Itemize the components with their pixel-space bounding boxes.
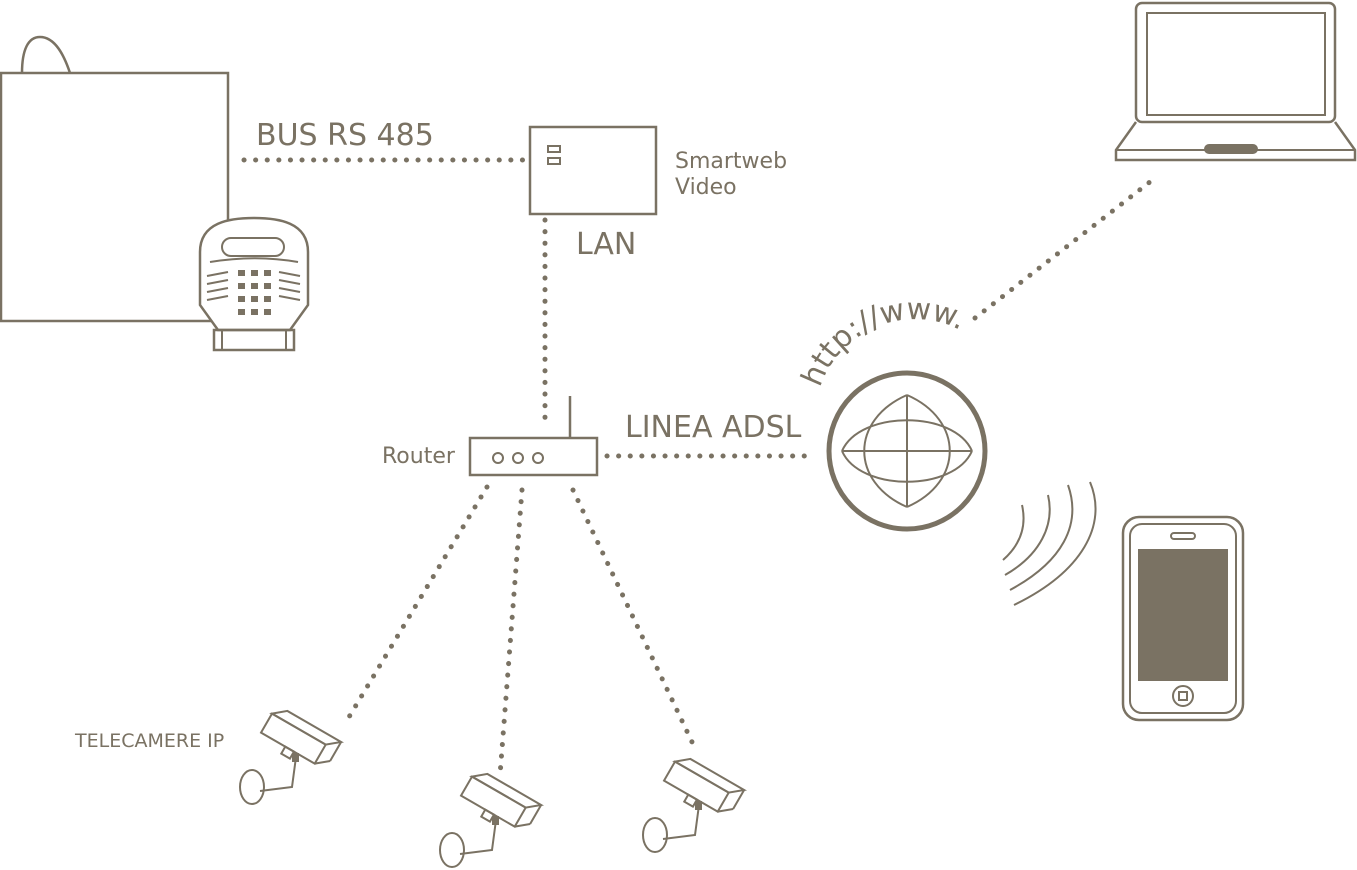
smartphone-icon xyxy=(1121,515,1245,722)
laptop-icon xyxy=(1114,1,1357,162)
bus-label: BUS RS 485 xyxy=(256,118,434,153)
laptop-link xyxy=(972,175,1158,321)
router-icon xyxy=(468,396,599,477)
wireless-signal-icon xyxy=(1002,481,1097,606)
ip-camera-icon xyxy=(439,766,543,868)
router-label: Router xyxy=(382,444,456,469)
camera-link-1 xyxy=(343,484,490,725)
keypad-icon xyxy=(198,216,310,352)
control-panel-icon xyxy=(0,35,230,323)
adsl-label: LINEA ADSL xyxy=(625,410,802,445)
lan-label: LAN xyxy=(576,227,636,262)
globe-icon xyxy=(826,370,988,532)
ip-camera-icon xyxy=(239,703,343,805)
smartweb-label-line1: Smartweb xyxy=(675,149,787,174)
cameras-label: TELECAMERE IP xyxy=(74,730,224,752)
camera-link-2 xyxy=(497,487,525,778)
smartweb-module-icon xyxy=(528,125,658,216)
ip-camera-icon xyxy=(642,751,746,853)
smartweb-label-line2: Video xyxy=(675,175,737,200)
camera-link-3 xyxy=(570,487,695,745)
